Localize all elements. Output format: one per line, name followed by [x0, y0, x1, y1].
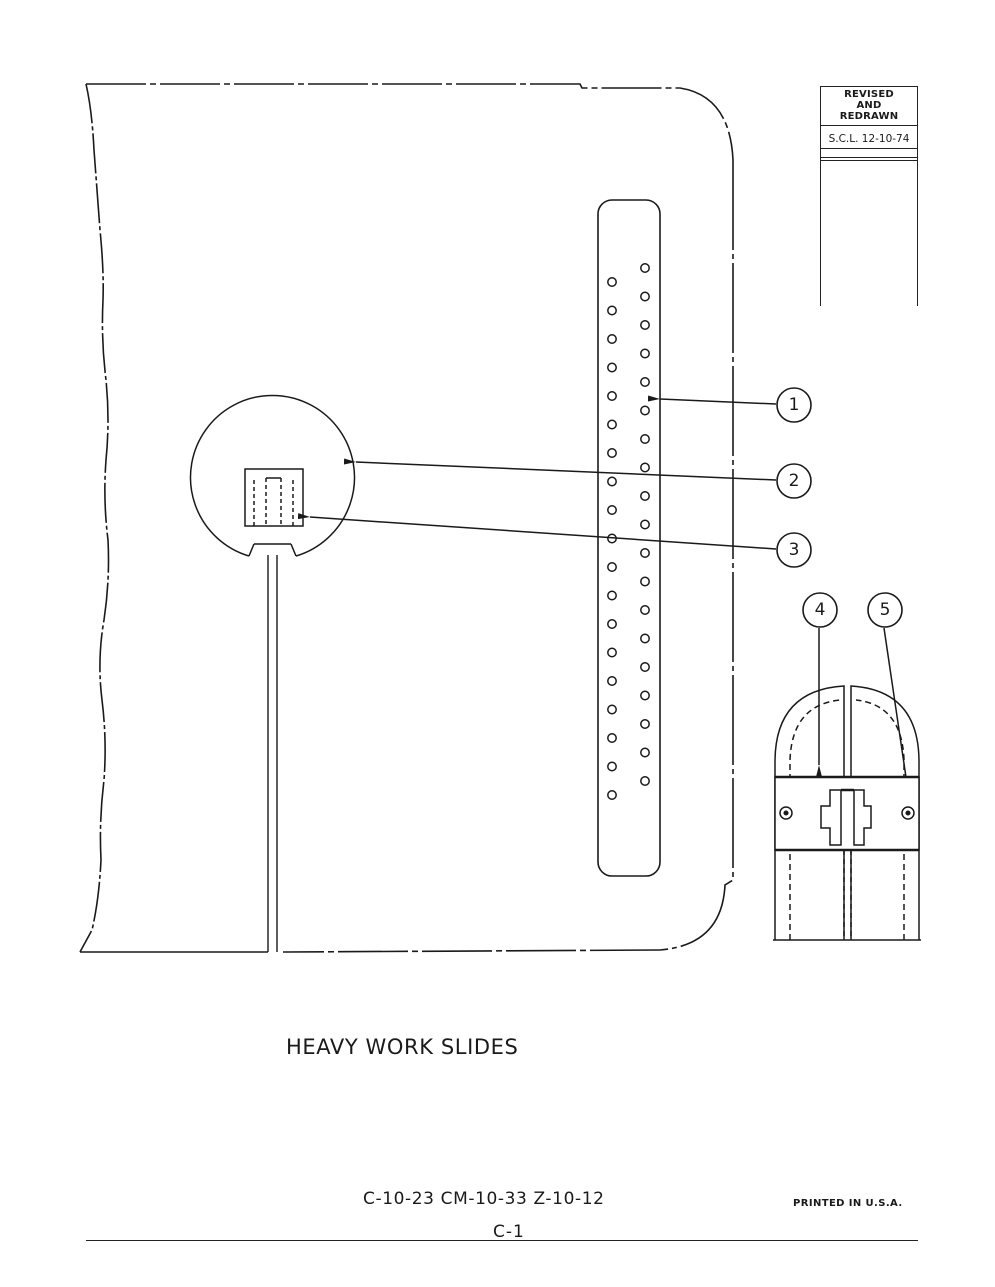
hole — [640, 719, 650, 729]
hole — [607, 704, 617, 715]
revision-box-frame — [820, 86, 918, 158]
hole — [607, 362, 617, 373]
hole — [607, 562, 617, 572]
hole — [607, 619, 617, 629]
hole — [607, 448, 617, 458]
hole — [607, 676, 617, 686]
hole — [607, 761, 617, 772]
leader-2 — [343, 458, 777, 481]
hole — [640, 633, 650, 644]
revision-line-1: REVISED — [844, 89, 894, 100]
hole — [607, 590, 617, 601]
svg-text:4: 4 — [815, 600, 826, 620]
hole — [640, 263, 650, 273]
hole — [640, 576, 650, 587]
hole — [607, 505, 617, 515]
hole — [640, 320, 650, 330]
hole — [640, 291, 650, 302]
callout-3: 3 — [776, 532, 812, 568]
slide-outline — [79, 83, 734, 953]
drawing-title: HEAVY WORK SLIDES — [286, 1035, 519, 1059]
hole — [640, 519, 650, 530]
leader-3 — [297, 513, 777, 550]
printed-note: PRINTED IN U.S.A. — [793, 1198, 903, 1209]
hole — [607, 277, 617, 287]
hole — [640, 377, 650, 387]
hole — [640, 747, 650, 758]
hole — [607, 733, 617, 743]
hole — [640, 548, 650, 558]
revision-date: S.C.L. 12-10-74 — [828, 133, 910, 145]
hole — [607, 647, 617, 658]
hole — [640, 491, 650, 501]
hole — [640, 776, 650, 786]
svg-text:5: 5 — [880, 600, 891, 620]
svg-text:1: 1 — [789, 395, 800, 415]
model-numbers: C-10-23 CM-10-33 Z-10-12 — [363, 1189, 605, 1209]
hole — [640, 462, 650, 473]
hole — [607, 305, 617, 316]
hole-strip — [597, 199, 661, 877]
leader-lines — [297, 395, 912, 797]
hole — [607, 476, 617, 487]
svg-text:2: 2 — [789, 471, 800, 491]
revision-line-3: REDRAWN — [839, 111, 899, 122]
hole — [607, 391, 617, 401]
hole — [640, 405, 650, 416]
revision-box: REVISED AND REDRAWN S.C.L. 12-10-74 — [820, 86, 918, 306]
leader-1 — [647, 395, 777, 405]
center-slot — [267, 555, 278, 952]
hole — [640, 605, 650, 615]
detail-view — [773, 685, 921, 941]
revision-line-2: AND — [856, 100, 882, 111]
hole — [640, 690, 650, 701]
hole — [640, 434, 650, 444]
svg-text:3: 3 — [789, 540, 800, 560]
hole — [607, 790, 617, 800]
hole-grid — [607, 263, 650, 800]
page-number: C-1 — [493, 1222, 525, 1242]
callout-1: 1 — [776, 387, 812, 423]
leader-5 — [883, 627, 912, 797]
hole — [607, 334, 617, 344]
hole — [640, 348, 650, 359]
detail-circle — [189, 394, 356, 557]
callout-5: 5 — [867, 592, 903, 628]
hole — [640, 662, 650, 672]
callout-2: 2 — [776, 463, 812, 499]
hole — [607, 419, 617, 430]
callout-4: 4 — [802, 592, 838, 628]
bottom-rule — [86, 1240, 918, 1241]
